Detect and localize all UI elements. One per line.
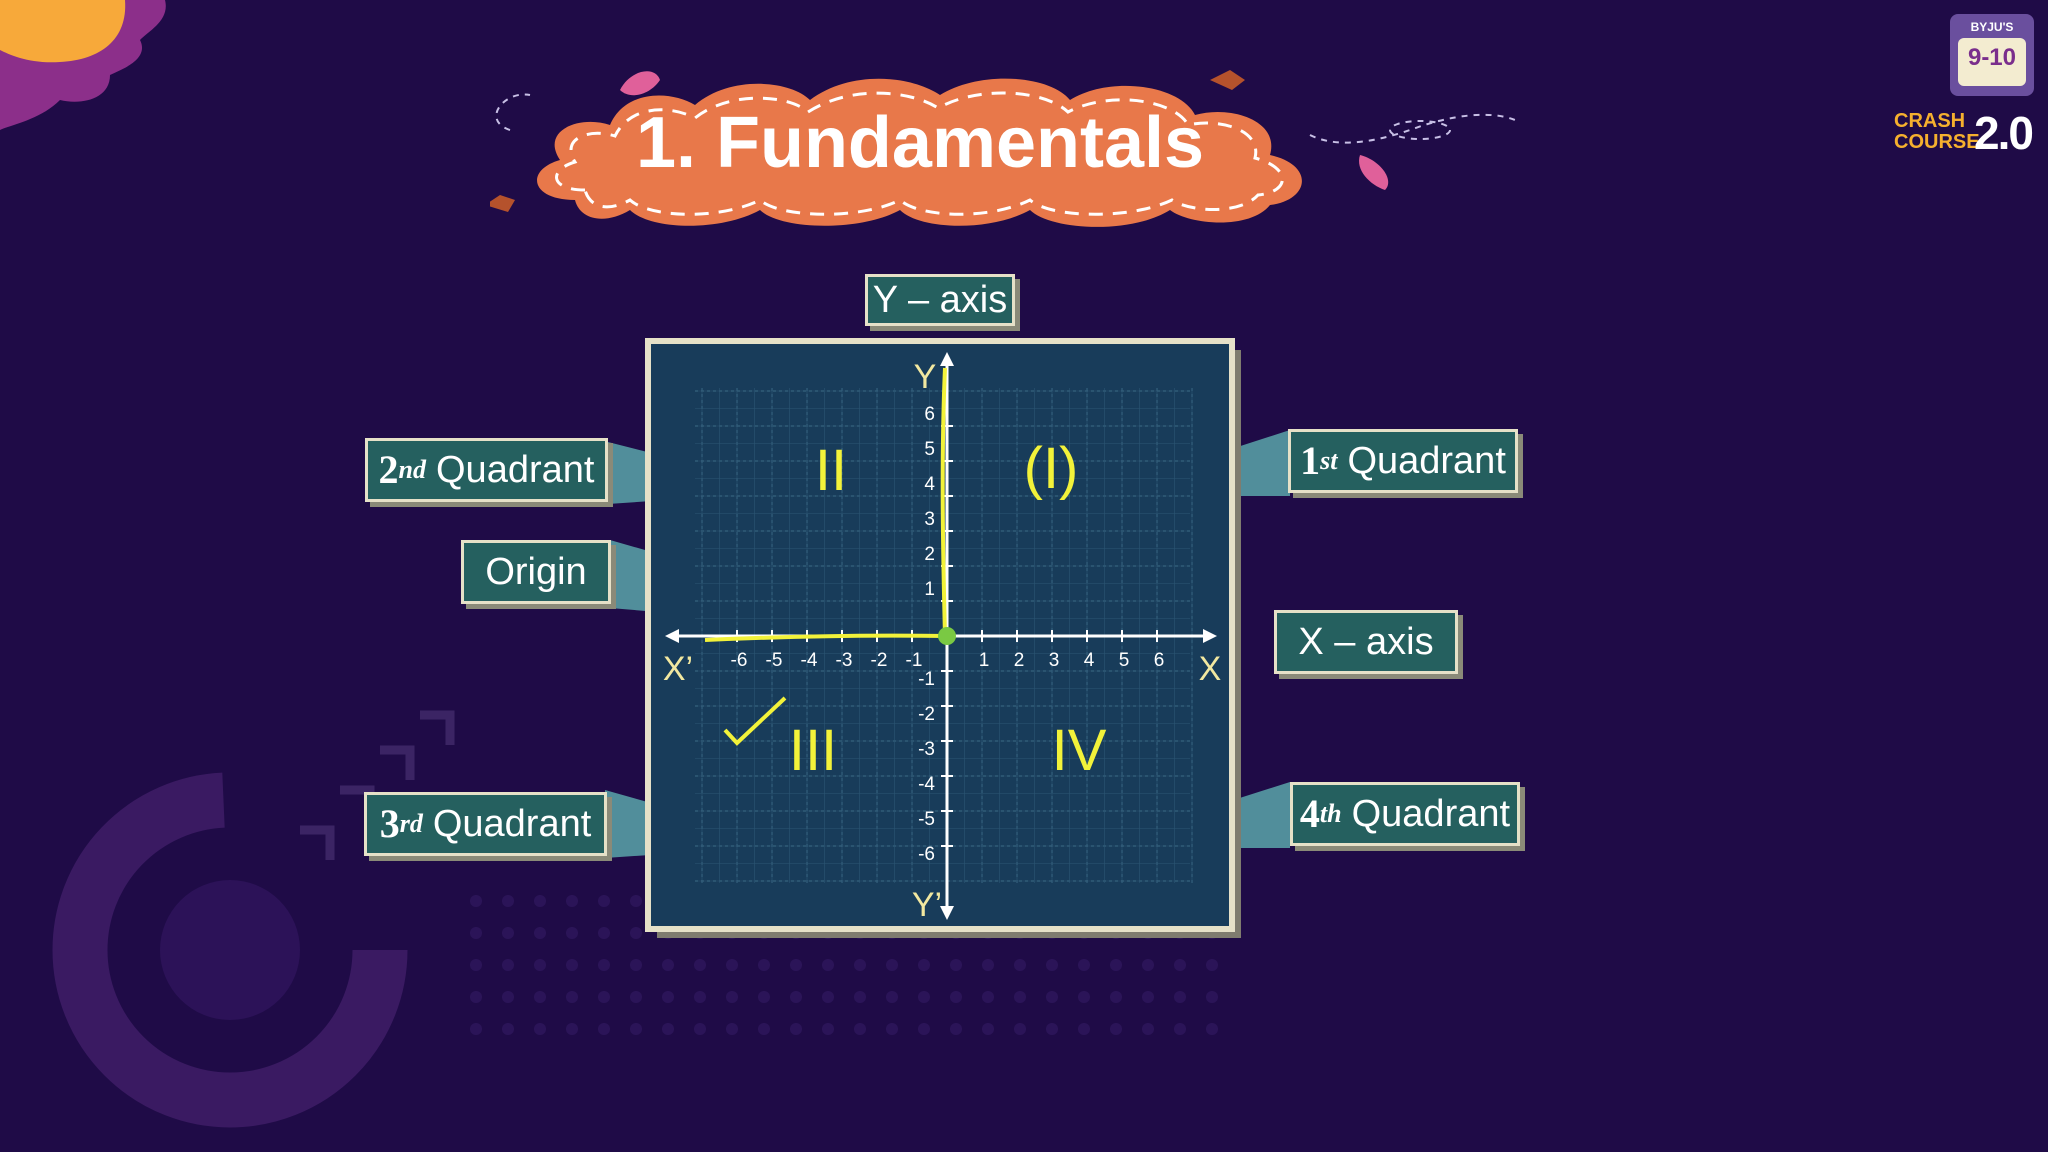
origin-label: Origin — [461, 540, 611, 604]
q3-word: Quadrant — [432, 803, 592, 845]
q3-ordinal: rd — [399, 809, 423, 838]
brand-course: COURSE — [1894, 131, 1980, 153]
q4-ordinal: th — [1319, 799, 1342, 828]
x-tick-label: -3 — [836, 650, 853, 671]
q2-ordinal: nd — [398, 455, 426, 484]
x-tick-label: -1 — [906, 650, 923, 671]
y-neg-axis-name: Y’ — [912, 886, 942, 924]
y-axis-label-text: Y – axis — [872, 279, 1008, 321]
q1-word: Quadrant — [1347, 440, 1506, 482]
checkmark — [723, 696, 787, 746]
x-tick-label: 3 — [1049, 650, 1060, 671]
brand-book-icon — [1958, 38, 2026, 86]
y-tick-label: 3 — [924, 509, 935, 530]
x-neg-axis-arrow — [665, 629, 679, 643]
title-cloud-shape — [490, 70, 1302, 227]
y-axis-label: Y – axis — [865, 274, 1015, 326]
origin-dot — [938, 627, 956, 645]
graph-tick-labels: -6 -5 -4 -3 -2 -1 1 2 3 4 5 6 6 5 4 3 2 1 -1 -2 -3 -4 -5 -6 Y Y’ X… — [663, 358, 1221, 924]
decorative-ring — [52, 772, 408, 1128]
origin-label-text: Origin — [485, 551, 587, 593]
quadrant-mark-iv: IV — [1052, 718, 1107, 783]
quadrant-mark-ii: II — [815, 438, 847, 503]
decorative-chevrons — [300, 710, 455, 860]
y-tick-label: -1 — [918, 669, 935, 690]
y-neg-axis-arrow — [940, 906, 954, 920]
title-banner: 1. Fundamentals — [490, 60, 1350, 230]
y-tick-label: -5 — [918, 809, 935, 830]
y-tick-label: 1 — [924, 579, 935, 600]
x-tick-label: -4 — [801, 650, 818, 671]
highlight-y-axis — [940, 367, 947, 637]
y-tick-label: -2 — [918, 704, 935, 725]
q2-number: 2 — [378, 447, 399, 492]
coordinate-board: -6 -5 -4 -3 -2 -1 1 2 3 4 5 6 6 5 4 3 2 1 -1 -2 -3 -4 -5 -6 Y Y’ X… — [645, 338, 1241, 938]
y-tick-label: 2 — [924, 544, 935, 565]
q2-word: Quadrant — [436, 449, 595, 491]
y-tick-label: -6 — [918, 844, 935, 865]
x-tick-label: -5 — [766, 650, 783, 671]
x-tick-label: -6 — [731, 650, 748, 671]
x-neg-axis-name: X’ — [663, 650, 693, 688]
brand-badge: BYJU'S 9-10 — [1950, 14, 2034, 96]
y-axis-name: Y — [914, 358, 937, 396]
x-tick-label: 2 — [1014, 650, 1025, 671]
x-axis-name: X — [1199, 650, 1222, 688]
brand-logo: BYJU'S 9-10 CRASH COURSE 2.0 — [1890, 14, 2040, 164]
y-tick-label: 4 — [924, 474, 935, 495]
brand-crash: CRASH — [1894, 110, 1966, 132]
x-axis-label-text: X – axis — [1298, 621, 1434, 663]
x-tick-label: -2 — [871, 650, 888, 671]
quadrant-mark-iii: III — [789, 718, 837, 783]
x-axis-label: X – axis — [1274, 610, 1458, 674]
title-decor-right — [1309, 113, 1516, 190]
q4-number: 4 — [1299, 791, 1320, 836]
handwritten-annotations: II (I) III IV — [704, 367, 1107, 783]
q1-number: 1 — [1300, 438, 1321, 483]
y-axis-arrow — [940, 352, 954, 366]
y-tick-label: -4 — [918, 774, 935, 795]
y-tick-label: 5 — [924, 439, 935, 460]
x-tick-label: 1 — [979, 650, 990, 671]
x-tick-label: 5 — [1119, 650, 1130, 671]
q3-number: 3 — [379, 801, 400, 846]
brand-version: 2.0 — [1974, 107, 2034, 159]
quadrant-mark-i: (I) — [1024, 436, 1079, 501]
q1-ordinal: st — [1320, 446, 1338, 475]
highlight-x-axis — [704, 633, 948, 642]
corner-sun-decoration — [0, 0, 166, 130]
y-tick-label: 6 — [924, 404, 935, 425]
y-tick-label: -3 — [918, 739, 935, 760]
q4-word: Quadrant — [1351, 793, 1511, 835]
brand-grade: 9-10 — [1967, 44, 2017, 71]
x-tick-label: 6 — [1154, 650, 1165, 671]
brand-name: BYJU'S — [1970, 20, 2014, 34]
x-axis-arrow — [1203, 629, 1217, 643]
page-title: 1. Fundamentals — [635, 103, 1205, 183]
x-tick-label: 4 — [1084, 650, 1095, 671]
